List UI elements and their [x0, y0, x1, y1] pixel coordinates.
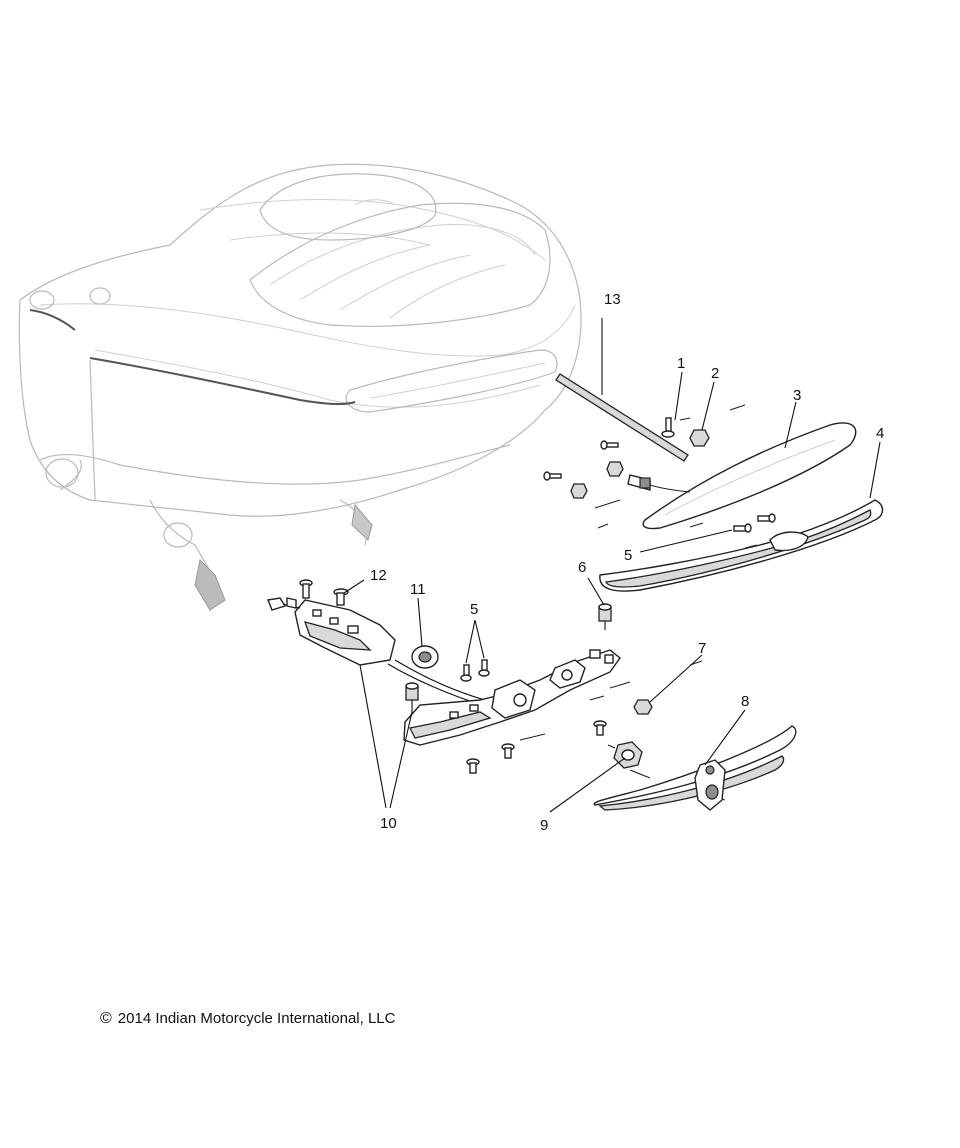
leader-10-a [359, 664, 387, 809]
part-2-nut [689, 429, 710, 447]
leader-12 [343, 579, 365, 594]
standoff-left [405, 682, 419, 712]
part-13-seal-strip [555, 373, 689, 462]
callout-4: 4 [876, 425, 884, 442]
copyright-text: 2014 Indian Motorcycle International, LL… [117, 1010, 396, 1027]
leader-5-lower-a [465, 619, 476, 664]
latch-mechanism [403, 649, 621, 746]
leader-11 [417, 597, 423, 647]
leader-3 [784, 401, 797, 449]
part-9-lock-cylinder [607, 741, 643, 769]
callout-3: 3 [793, 387, 801, 404]
part-1-screw [661, 417, 675, 438]
leader-4 [869, 441, 881, 499]
part-8-handle-trim [593, 725, 797, 811]
callout-8: 8 [741, 693, 749, 710]
leader-7 [649, 654, 703, 703]
copyright-notice: © 2014 Indian Motorcycle International, L… [100, 1010, 395, 1028]
callout-1: 1 [677, 355, 685, 372]
part-7-screw [633, 699, 653, 715]
leader-2 [701, 381, 715, 431]
copyright-symbol: © [100, 1010, 112, 1027]
part-5-screws-lower [460, 659, 490, 682]
callout-5-lower: 5 [470, 601, 478, 618]
leader-5-lower-b [474, 619, 485, 659]
trunk-outline-ghost [18, 163, 582, 611]
leader-5-upper [639, 529, 733, 553]
callout-11: 11 [410, 581, 426, 598]
latch-cable [387, 659, 486, 706]
leader-6 [587, 577, 605, 606]
leader-1 [674, 371, 683, 421]
callout-12: 12 [370, 567, 387, 584]
callout-2: 2 [711, 365, 719, 382]
leader-9 [549, 757, 626, 813]
part-11-grommet [411, 645, 439, 669]
callout-13: 13 [604, 291, 621, 308]
callout-5-upper: 5 [624, 547, 632, 564]
part-4-trim-with-logo [599, 499, 884, 592]
callout-7: 7 [698, 640, 706, 657]
leader-8 [704, 709, 746, 766]
part-3-lamp-housing [627, 422, 857, 530]
leader-lines [343, 318, 881, 813]
callout-10: 10 [380, 815, 397, 832]
part-6-standoff [598, 603, 612, 630]
part-hardware-lower [466, 720, 607, 774]
leader-10-b [389, 711, 413, 809]
part-10-latch-bracket [267, 597, 396, 666]
callout-6: 6 [578, 559, 586, 576]
part-12-screws [299, 579, 349, 606]
callout-labels: 13 1 2 3 4 5 12 11 5 6 7 8 9 10 [370, 291, 884, 834]
part-5-screws-upper [733, 513, 776, 533]
callout-9: 9 [540, 817, 548, 834]
part-hardware-upper [543, 440, 624, 499]
alignment-lines [519, 404, 758, 801]
